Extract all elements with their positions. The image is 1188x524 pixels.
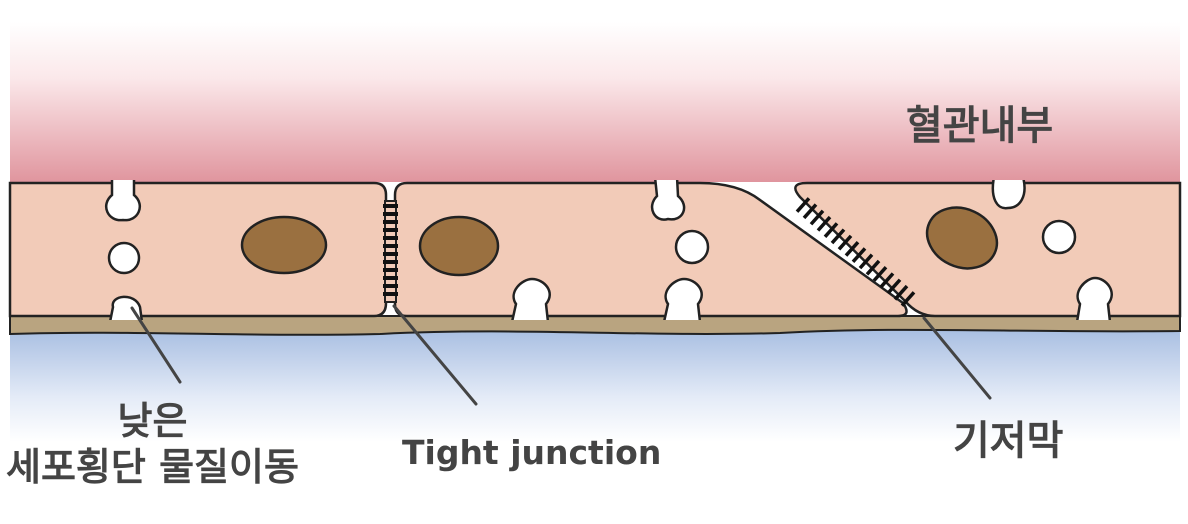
vesicle: [1041, 219, 1077, 255]
tight-junction-strand: [383, 212, 398, 216]
vesicle-abluminal: [109, 295, 143, 320]
tight-junction-strand: [865, 259, 881, 276]
basement-membrane: [9, 315, 1181, 336]
vesicle-abluminal: [511, 277, 551, 320]
nucleus: [418, 215, 500, 277]
vesicle-luminal: [991, 180, 1026, 210]
tight-junction-strand: [383, 244, 398, 248]
tight-junction-vertical: [384, 200, 397, 303]
tight-junction-strand: [837, 234, 853, 251]
tight-junction-strand: [383, 260, 398, 264]
tight-junction-strand: [383, 268, 398, 272]
vesicle: [107, 241, 141, 275]
tight-junction-strand: [844, 240, 860, 257]
leader-line-basement-membrane: [922, 316, 992, 400]
tight-junction-strand: [383, 252, 398, 256]
tight-junction-strand: [823, 222, 839, 238]
tight-junction-strands-diagonal: [795, 197, 916, 307]
vesicle-abluminal: [1076, 276, 1113, 320]
vesicle-luminal: [105, 180, 141, 222]
lumen-label: 혈관내부: [906, 103, 1054, 149]
basement-membrane-label: 기저막: [953, 418, 1064, 464]
tight-junction-strand: [893, 284, 909, 301]
tight-junction-strand: [383, 228, 398, 232]
tight-junction-strand: [858, 253, 874, 270]
tight-junction-strand: [830, 228, 846, 245]
leader-line-paracellular: [130, 306, 182, 384]
vesicles: [105, 180, 1113, 320]
endothelial-cell-1: [8, 181, 388, 318]
tight-junction-strand: [383, 204, 398, 208]
vesicle-abluminal: [663, 277, 703, 320]
tight-junction-strand: [795, 197, 811, 213]
tight-junction-strand: [879, 272, 895, 289]
tight-junction-strand: [900, 291, 916, 307]
tight-junction-strand: [802, 203, 818, 220]
tight-junction-strand: [809, 209, 825, 226]
tight-junction-strand: [383, 292, 398, 296]
vesicle-luminal: [650, 180, 686, 221]
tight-junction-strand: [383, 236, 398, 240]
paracellular-label-line1: 낮은: [117, 399, 188, 443]
tight-junction-strands: [383, 204, 398, 296]
tight-junction-label: Tight junction: [402, 433, 662, 472]
paracellular-label-line2: 세포횡단 물질이동: [6, 445, 299, 490]
paracellular-transport-label: 낮은 세포횡단 물질이동: [6, 398, 299, 491]
tight-junction-strand: [851, 247, 867, 264]
leader-line-tight-junction: [392, 304, 478, 406]
nucleus: [240, 215, 328, 275]
tight-junction-strand: [872, 266, 888, 282]
tight-junction-strand: [816, 215, 832, 232]
nucleus: [925, 206, 999, 270]
tissue-region: [10, 330, 1180, 442]
tight-junction-strand: [886, 278, 902, 295]
tight-junction-strand: [383, 220, 398, 224]
vesicle: [674, 229, 710, 265]
tight-junction-strand: [383, 276, 398, 280]
vessel-lumen-region: [10, 22, 1180, 182]
tight-junction-strand: [383, 284, 398, 288]
